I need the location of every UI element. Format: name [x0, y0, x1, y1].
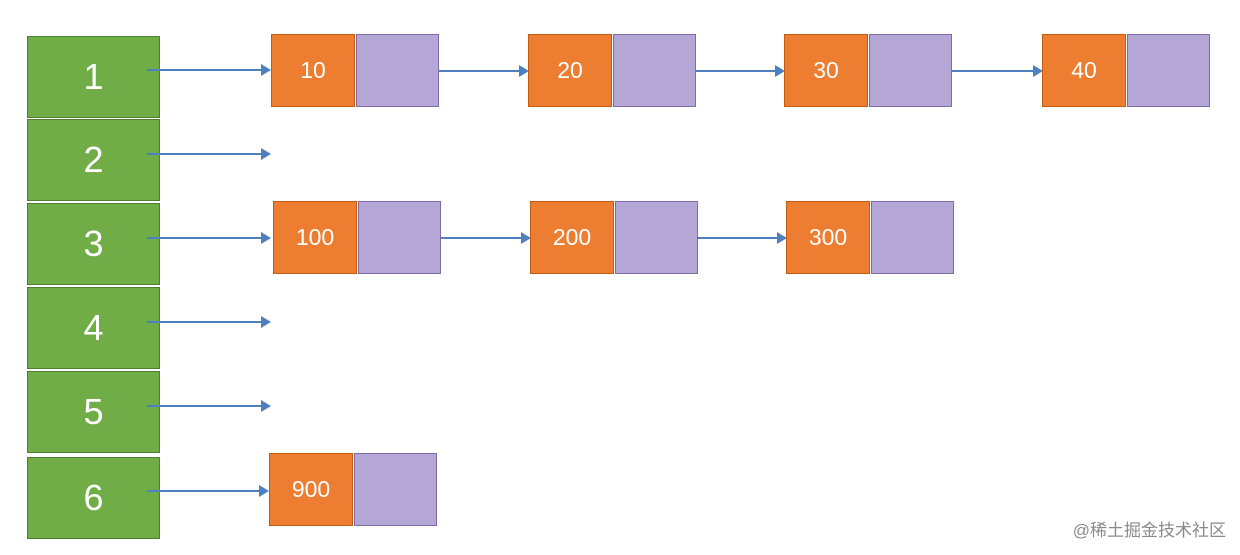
- node-pointer: [1127, 34, 1210, 107]
- node-arrow: [439, 65, 529, 77]
- node-pointer: [354, 453, 437, 526]
- bucket-1: 1: [27, 36, 160, 118]
- node-pointer: [615, 201, 698, 274]
- node-arrow: [952, 65, 1043, 77]
- node-value: 900: [269, 453, 353, 526]
- bucket-2-arrow: [147, 148, 271, 160]
- node-value: 40: [1042, 34, 1126, 107]
- bucket-5-arrow: [147, 400, 271, 412]
- node-pointer: [358, 201, 441, 274]
- bucket-1-arrow: [147, 64, 271, 76]
- node-value: 30: [784, 34, 868, 107]
- node-pointer: [613, 34, 696, 107]
- node-arrow: [441, 232, 531, 244]
- bucket-4-arrow: [147, 316, 271, 328]
- node-arrow: [698, 232, 787, 244]
- node-pointer: [871, 201, 954, 274]
- node-value: 100: [273, 201, 357, 274]
- node-arrow: [696, 65, 785, 77]
- node-value: 10: [271, 34, 355, 107]
- bucket-6: 6: [27, 457, 160, 539]
- node-pointer: [356, 34, 439, 107]
- node-pointer: [869, 34, 952, 107]
- node-value: 20: [528, 34, 612, 107]
- bucket-6-arrow: [147, 485, 269, 497]
- watermark: @稀土掘金技术社区: [1072, 521, 1226, 540]
- node-value: 300: [786, 201, 870, 274]
- bucket-5: 5: [27, 371, 160, 453]
- bucket-3: 3: [27, 203, 160, 285]
- bucket-3-arrow: [147, 232, 271, 244]
- bucket-4: 4: [27, 287, 160, 369]
- node-value: 200: [530, 201, 614, 274]
- bucket-2: 2: [27, 119, 160, 201]
